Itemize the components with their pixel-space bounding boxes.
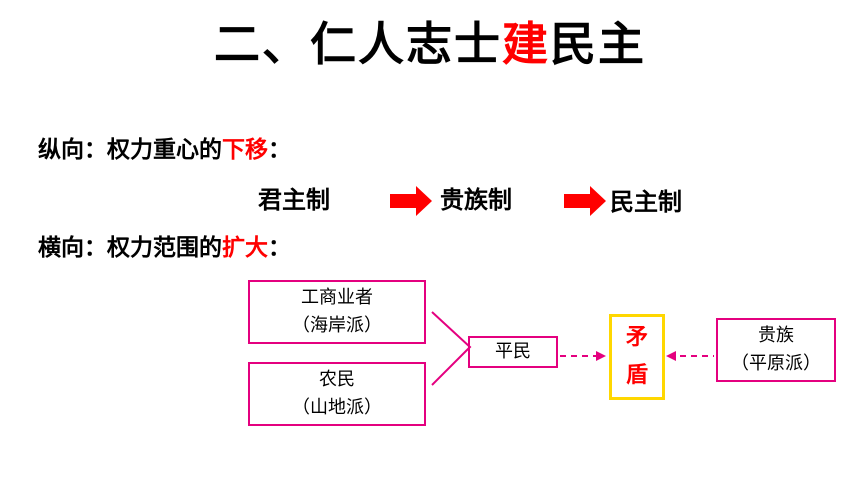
page-title: 二、仁人志士建民主 <box>0 14 860 74</box>
nobles-name: 贵族 <box>758 325 794 346</box>
conflict-box: 矛 盾 <box>609 314 665 400</box>
conflict-char-1: 矛 <box>625 325 648 350</box>
horizontal-suffix: ： <box>268 235 291 261</box>
commoners-box: 平民 <box>468 336 558 368</box>
nobles-faction: （平原派） <box>731 353 821 374</box>
title-highlight: 建 <box>502 17 550 71</box>
title-suffix: 民主 <box>550 17 646 71</box>
arrow-right-icon <box>390 186 432 216</box>
merchants-box: 工商业者 （海岸派） <box>248 280 426 344</box>
seq-democracy: 民主制 <box>610 188 682 216</box>
seq-aristocracy: 贵族制 <box>440 186 512 214</box>
commoners-label: 平民 <box>495 341 531 362</box>
conflict-char-2: 盾 <box>625 363 648 388</box>
vertical-highlight: 下移 <box>222 137 268 163</box>
nobles-box: 贵族 （平原派） <box>716 318 836 382</box>
arrow-right-icon <box>564 186 606 216</box>
title-prefix: 二、仁人志士 <box>214 17 502 71</box>
horizontal-highlight: 扩大 <box>222 235 268 261</box>
horizontal-heading: 横向：权力范围的扩大： <box>38 232 291 264</box>
vertical-label: 纵向：权力重心的 <box>38 137 222 163</box>
farmers-faction: （山地派） <box>292 397 382 418</box>
merchants-faction: （海岸派） <box>292 315 382 336</box>
farmers-name: 农民 <box>319 369 355 390</box>
vertical-heading: 纵向：权力重心的下移： <box>38 134 291 166</box>
farmers-box: 农民 （山地派） <box>248 362 426 426</box>
merchants-name: 工商业者 <box>301 287 373 308</box>
vertical-suffix: ： <box>268 137 291 163</box>
seq-monarchy: 君主制 <box>258 186 330 214</box>
horizontal-label: 横向：权力范围的 <box>38 235 222 261</box>
